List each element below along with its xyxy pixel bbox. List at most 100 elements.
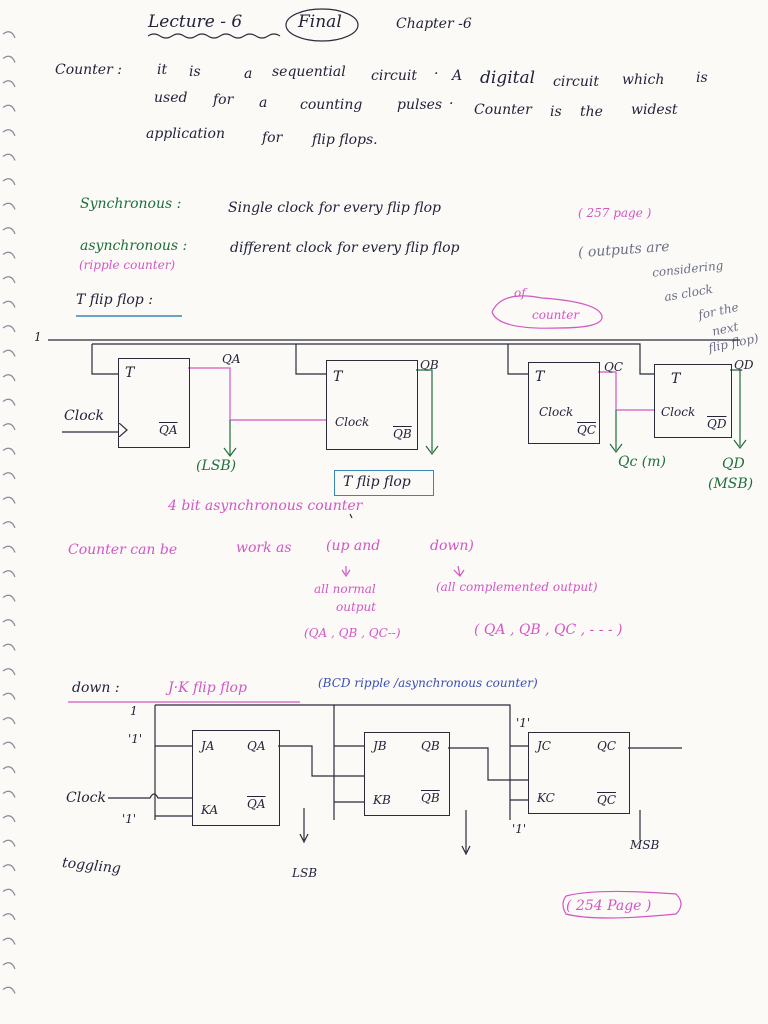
down-set: ( QA , QB , QC , - - - ) [474,622,623,638]
t-flip-flop-box-label: T flip flop [343,474,411,490]
lsb-label: (LSB) [196,458,237,474]
tff-heading: T flip flop : [76,292,153,308]
spiral-binding [2,31,16,994]
j-input-label: JB [373,739,387,753]
async-sublabel: (ripple counter) [79,258,176,272]
clock-input-label: Clock [64,408,104,424]
jk-lsb-label: LSB [292,866,318,880]
q-output-label: QD [734,358,754,372]
word: it [157,62,168,78]
up-set: (QA , QB , QC--) [304,626,401,640]
k-input-label: KA [201,803,219,817]
down-label: down : [72,680,120,696]
updown-text: work as [236,540,292,556]
word: for [262,130,283,146]
up-desc: all normal [314,582,376,596]
word: Counter [474,102,532,118]
down-desc: (all complemented output) [436,580,598,594]
qd-label: QD [722,456,745,472]
word: the [580,104,603,120]
page-ref: ( 254 Page ) [566,898,652,914]
word: is [189,64,201,80]
updown-text: Counter can be [68,542,178,558]
jk-clock-label: Clock [66,790,106,806]
async-text: different clock for every flip flop [230,240,460,256]
qc-m-label: Qc (m) [618,454,666,470]
async-label: asynchronous : [80,238,188,254]
word: A [452,68,463,84]
q-bar-label: QB [421,791,440,805]
k-input-label: KC [537,791,555,805]
t-flip-flop-b: T Clock QB [326,360,418,450]
lecture-title: Lecture - 6 [148,12,243,32]
q-bar-label: QC [577,423,597,437]
t-input-label: T [671,371,681,387]
clock-label: Clock [335,415,370,429]
word: digital [480,68,536,88]
word: a [259,95,268,111]
j-input-label: JA [201,739,215,753]
counter-label: Counter : [55,62,122,78]
jk-label: J·K flip flop [168,680,247,696]
word: counting [300,97,363,113]
updown-text: down) [430,538,474,554]
q-bar-label: QD [707,417,727,431]
chapter-label: Chapter -6 [396,16,472,32]
word: for [213,92,234,108]
counter-caption: 4 bit asynchronous counter [168,498,363,514]
q-output-label: QC [604,360,624,374]
word: · [449,96,454,112]
updown-text: (up and [326,538,381,554]
t-input-label: T [125,365,135,381]
sync-page: ( 257 page ) [578,206,652,220]
t-flip-flop-d: T Clock QD [654,364,732,438]
word: sequential [272,64,346,80]
word: circuit [553,74,599,90]
word: flip flops. [312,132,378,148]
input-one-label: 1 [34,330,42,344]
t-input-label: T [333,369,343,385]
q-output-label: QA [222,352,241,366]
q-output-label: QC [597,739,617,753]
one-label: '1' [128,732,143,746]
final-label: Final [298,12,342,32]
of-counter: counter [532,308,580,322]
q-bar-label: QA [247,797,266,811]
t-flip-flop-c: T Clock QC [528,362,600,444]
one-label: 1 [130,704,138,718]
word: a [244,66,253,82]
clock-label: Clock [661,405,696,419]
jk-flip-flop-c: JC KC QC QC [528,732,630,814]
word: widest [631,102,678,118]
sync-text: Single clock for every flip flop [228,200,442,216]
clock-label: Clock [539,405,574,419]
q-output-label: QB [420,358,439,372]
word: circuit [371,68,417,84]
jk-flip-flop-b: JB KB QB QB [364,732,450,816]
word: pulses [397,97,443,113]
q-bar-label: QA [159,423,178,437]
k-input-label: KB [373,793,391,807]
word: · [434,66,439,82]
t-flip-flop-box: T flip flop [334,470,434,496]
one-label: '1' [516,716,531,730]
word: is [550,104,562,120]
word: application [146,126,225,142]
t-input-label: T [535,369,545,385]
word: is [696,70,708,86]
j-input-label: JC [537,739,551,753]
of-counter: of [514,286,526,300]
q-bar-label: QC [597,793,617,807]
q-output-label: QA [247,739,266,753]
q-bar-label: QB [393,427,412,441]
msb-label: (MSB) [708,476,754,492]
word: which [622,72,665,88]
jk-msb-label: MSB [630,838,660,852]
up-desc: output [336,600,377,614]
one-label: '1' [512,822,527,836]
clock-triangle-icon [119,423,128,437]
t-flip-flop-a: T QA [118,358,190,448]
one-label: '1' [122,812,137,826]
